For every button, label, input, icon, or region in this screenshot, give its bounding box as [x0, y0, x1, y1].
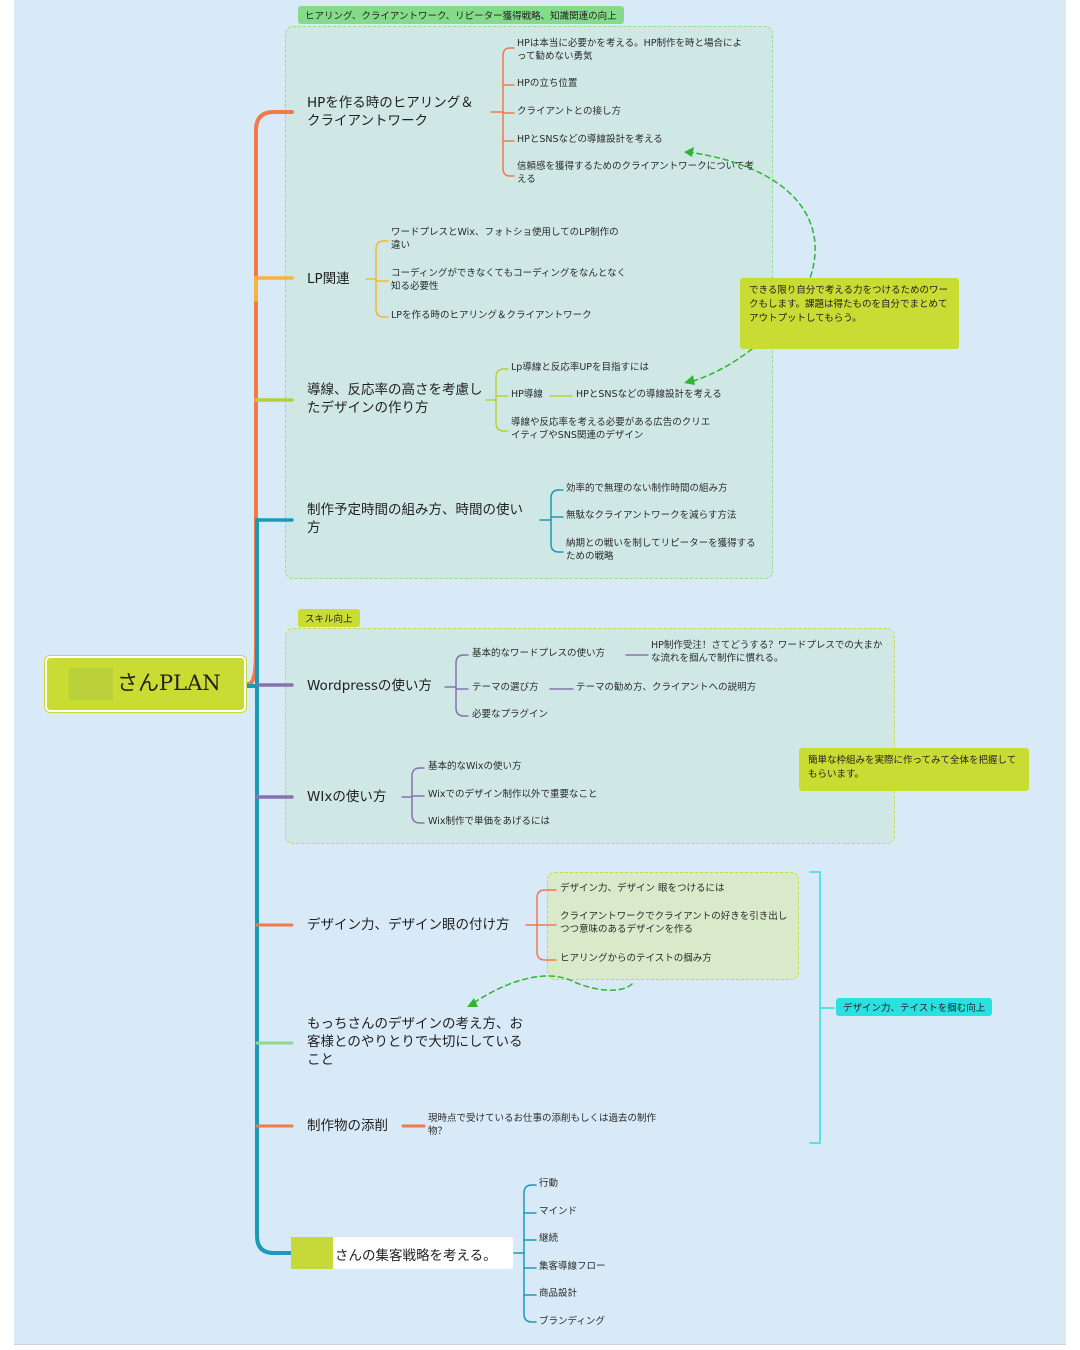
subtopic-mind[interactable]: マインド: [539, 1206, 578, 1217]
subtopic-wix-basic[interactable]: 基本的なWixの使い方: [428, 761, 522, 772]
boundary-hearing-clientwork[interactable]: [285, 26, 773, 579]
subtopic-theme-recommend[interactable]: テーマの勧め方、クライアントへの説明方: [576, 682, 757, 693]
subtopic-coding-knowledge[interactable]: コーディングができなくてもコーディングをなんとなく知る必要性: [391, 268, 627, 292]
topic-marketing-strategy-label: さんの集客戦略を考える。: [335, 1248, 497, 1264]
section-tag-hearing[interactable]: ヒアリング、クライアントワーク、リピーター獲得戦略、知識関連の向上: [298, 6, 624, 24]
subtopic-hp-flow[interactable]: HP導線: [511, 389, 543, 400]
summary-tag-design[interactable]: デザイン力、テイストを掴む向上: [836, 998, 993, 1016]
section-tag-skill[interactable]: スキル向上: [298, 609, 360, 627]
subtopic-hp-position[interactable]: HPの立ち位置: [517, 78, 578, 89]
topic-mocchi-thinking[interactable]: もっちさんのデザインの考え方、お客様とのやりとりで大切にしていること: [307, 1016, 523, 1069]
subtopic-wp-order-flow[interactable]: HP制作受注！さてどうする？ワードプレスでの大まかな流れを掴んで制作に慣れる。: [651, 640, 883, 664]
topic-work-review[interactable]: 制作物の添削: [307, 1118, 388, 1134]
subtopic-continuation[interactable]: 継続: [539, 1233, 559, 1244]
subtopic-hp-necessity[interactable]: HPは本当に必要かを考える。HP制作を時と場合によって勧めない勇気: [517, 38, 742, 62]
canvas-bottom-rule: [14, 1344, 1066, 1345]
subtopic-lp-hearing[interactable]: LPを作る時のヒアリング＆クライアントワーク: [391, 310, 592, 321]
subtopic-reduce-waste[interactable]: 無駄なクライアントワークを減らす方法: [566, 510, 737, 521]
subtopic-wix-important[interactable]: Wixでのデザイン制作以外で重要なこと: [428, 789, 598, 800]
note-framework[interactable]: 簡単な枠組みを実際に作ってみて全体を把握してもらいます。: [799, 748, 1029, 791]
topic-marketing-strategy[interactable]: さんの集客戦略を考える。: [291, 1237, 513, 1269]
topic-wordpress[interactable]: Wordpressの使い方: [307, 678, 432, 694]
subtopic-wp-basic[interactable]: 基本的なワードプレスの使い方: [472, 648, 606, 659]
subtopic-theme-choice[interactable]: テーマの選び方: [472, 682, 539, 693]
topic-schedule[interactable]: 制作予定時間の組み方、時間の使い方: [307, 502, 523, 537]
redacted-name-block-2: [291, 1237, 333, 1269]
boundary-skill-up[interactable]: [285, 628, 895, 844]
subtopic-lp-conversion[interactable]: Lp導線と反応率UPを目指すには: [511, 362, 650, 373]
subtopic-client-contact[interactable]: クライアントとの接し方: [517, 106, 622, 117]
topic-flow-design[interactable]: 導線、反応率の高さを考慮したデザインの作り方: [307, 382, 483, 417]
topic-hp-hearing[interactable]: HPを作る時のヒアリング＆クライアントワーク: [307, 95, 474, 130]
topic-wix[interactable]: WIxの使い方: [307, 789, 387, 805]
subtopic-trust-clientwork[interactable]: 信頼感を獲得するためのクライアントワークについて考える: [517, 161, 754, 185]
subtopic-repeat-strategy[interactable]: 納期との戦いを制してリピーターを獲得するための戦略: [566, 538, 756, 562]
redacted-name-block: [69, 668, 113, 700]
subtopic-action[interactable]: 行動: [539, 1178, 559, 1189]
subtopic-lp-tools-diff[interactable]: ワードプレスとWix、フォトショ使用してのLP制作の違い: [391, 227, 619, 251]
boundary-design-children[interactable]: [547, 872, 799, 980]
subtopic-review-detail[interactable]: 現時点で受けているお仕事の添削もしくは過去の制作物？: [428, 1113, 657, 1137]
subtopic-design-eye[interactable]: デザイン力、デザイン 眼をつけるには: [560, 883, 725, 894]
subtopic-wix-price[interactable]: Wix制作で単価をあげるには: [428, 816, 550, 827]
subtopic-efficient-time[interactable]: 効率的で無理のない制作時間の組み方: [566, 483, 728, 494]
root-topic-label: さんPLAN: [117, 671, 221, 695]
subtopic-client-likes[interactable]: クライアントワークでクライアントの好きを引き出しつつ意味のあるデザインを作る: [560, 911, 788, 935]
note-self-thinking[interactable]: できる限り自分で考える力をつけるためのワークもします。課題は得たものを自分でまと…: [740, 278, 959, 349]
subtopic-plugins[interactable]: 必要なプラグイン: [472, 709, 549, 720]
subtopic-taste-hearing[interactable]: ヒアリングからのテイストの掴み方: [560, 953, 712, 964]
subtopic-branding[interactable]: ブランディング: [539, 1316, 605, 1327]
subtopic-hp-sns-flow[interactable]: HPとSNSなどの導線設計を考える: [517, 134, 663, 145]
topic-lp[interactable]: LP関連: [307, 271, 350, 287]
subtopic-hp-sns-flow-2[interactable]: HPとSNSなどの導線設計を考える: [576, 389, 722, 400]
subtopic-product-design[interactable]: 商品設計: [539, 1288, 578, 1299]
topic-design-eye[interactable]: デザイン力、デザイン眼の付け方: [307, 917, 510, 933]
root-topic[interactable]: さんPLAN: [45, 656, 246, 712]
subtopic-funnel[interactable]: 集客導線フロー: [539, 1261, 606, 1272]
subtopic-ad-creative[interactable]: 導線や反応率を考える必要がある広告のクリエイティブやSNS関連のデザイン: [511, 417, 711, 441]
